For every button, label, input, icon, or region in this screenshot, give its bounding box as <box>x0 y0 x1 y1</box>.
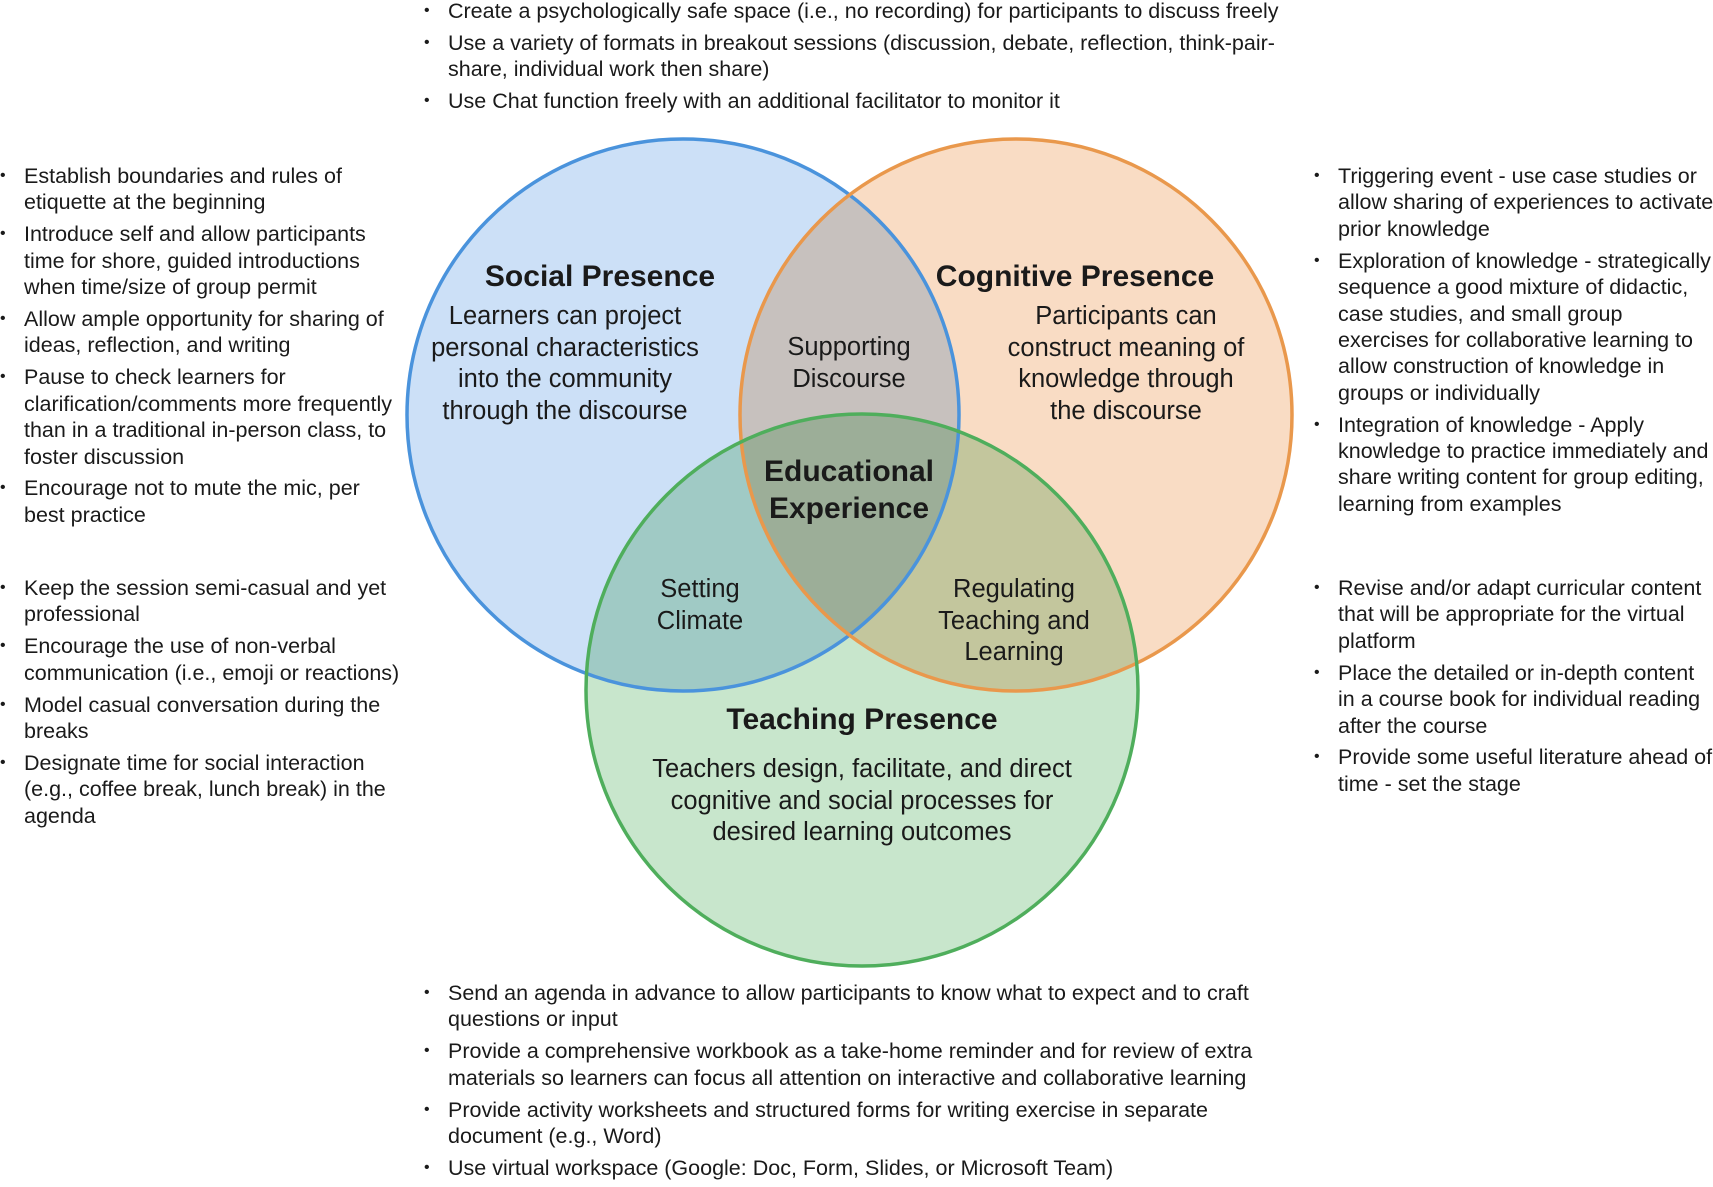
tip-item: Place the detailed or in-depth content i… <box>1314 660 1713 739</box>
tips-left-top-list: Establish boundaries and rules of etique… <box>0 163 405 534</box>
label-line: Educational <box>763 455 935 488</box>
tips-right-top-list: Triggering event - use case studies or a… <box>1314 163 1713 523</box>
social-presence-desc: Learners can project personal characteris… <box>431 301 699 428</box>
label-line: cognitive and social processes for <box>670 786 1054 815</box>
label-line: the discourse <box>1050 397 1202 426</box>
label-line: Supporting <box>787 333 911 361</box>
tip-item: Encourage not to mute the mic, per best … <box>0 475 405 528</box>
label-line: Learners can project <box>448 302 682 330</box>
tip-item: Designate time for social interaction (e… <box>0 750 405 829</box>
tip-item: Introduce self and allow participants ti… <box>0 221 405 300</box>
tip-item: Pause to check learners for clarificatio… <box>0 364 405 470</box>
tips-top-list: Create a psychologically safe space (i.e… <box>424 0 1324 120</box>
label-line: through the discourse <box>442 397 688 426</box>
tip-item: Use virtual workspace (Google: Doc, Form… <box>424 1155 1304 1182</box>
tip-item: Use Chat function freely with an additio… <box>424 88 1324 115</box>
label-line: Teachers design, facilitate, and direct <box>652 755 1072 783</box>
tip-item: Provide activity worksheets and structur… <box>424 1097 1304 1150</box>
tip-item: Encourage the use of non-verbal communic… <box>0 633 405 686</box>
teaching-presence-desc: Teachers design, facilitate, and direct c… <box>652 754 1072 849</box>
social-presence-outline <box>405 137 961 693</box>
label-line: Climate <box>656 606 744 635</box>
tips-bottom-list: Send an agenda in advance to allow parti… <box>424 980 1304 1187</box>
label-line: Discourse <box>792 364 906 393</box>
tip-item: Provide some useful literature ahead of … <box>1314 744 1713 797</box>
label-line: into the community <box>457 365 672 394</box>
label-line: Participants can <box>1035 302 1217 330</box>
tip-item: Provide a comprehensive workbook as a ta… <box>424 1038 1304 1091</box>
label-line: desired learning outcomes <box>712 818 1012 847</box>
tip-item: Revise and/or adapt curricular content t… <box>1314 575 1713 654</box>
tip-item: Exploration of knowledge - strategically… <box>1314 248 1713 406</box>
tips-left-bottom-list: Keep the session semi-casual and yet pro… <box>0 575 405 835</box>
teaching-presence-circle <box>586 414 1138 966</box>
cognitive-presence-outline <box>738 137 1294 693</box>
teaching-presence-outline <box>584 412 1140 968</box>
label-line: Setting <box>660 575 740 603</box>
label-line: Teaching and <box>938 606 1090 635</box>
tip-item: Establish boundaries and rules of etique… <box>0 163 405 216</box>
tips-right-bottom-list: Revise and/or adapt curricular content t… <box>1314 575 1713 803</box>
label-line: Learning <box>964 638 1064 667</box>
cognitive-presence-title: Cognitive Presence <box>935 260 1215 293</box>
label-line: knowledge through <box>1018 365 1234 394</box>
teaching-presence-title: Teaching Presence <box>726 703 998 736</box>
tip-item: Model casual conversation during the bre… <box>0 692 405 745</box>
tip-item: Use a variety of formats in breakout ses… <box>424 30 1324 83</box>
label-line: Regulating <box>953 575 1075 603</box>
label-line: personal characteristics <box>431 333 699 362</box>
tip-item: Allow ample opportunity for sharing of i… <box>0 306 405 359</box>
cognitive-presence-desc: Participants can construct meaning of know… <box>1008 301 1245 428</box>
label-line: construct meaning of <box>1007 333 1245 362</box>
tip-item: Keep the session semi-casual and yet pro… <box>0 575 405 628</box>
tip-item: Integration of knowledge - Apply knowled… <box>1314 412 1713 518</box>
label-line: Experience <box>768 492 930 525</box>
social-presence-title: Social Presence <box>484 260 716 293</box>
tip-item: Send an agenda in advance to allow parti… <box>424 980 1304 1033</box>
tip-item: Triggering event - use case studies or a… <box>1314 163 1713 242</box>
tip-item: Create a psychologically safe space (i.e… <box>424 0 1324 25</box>
